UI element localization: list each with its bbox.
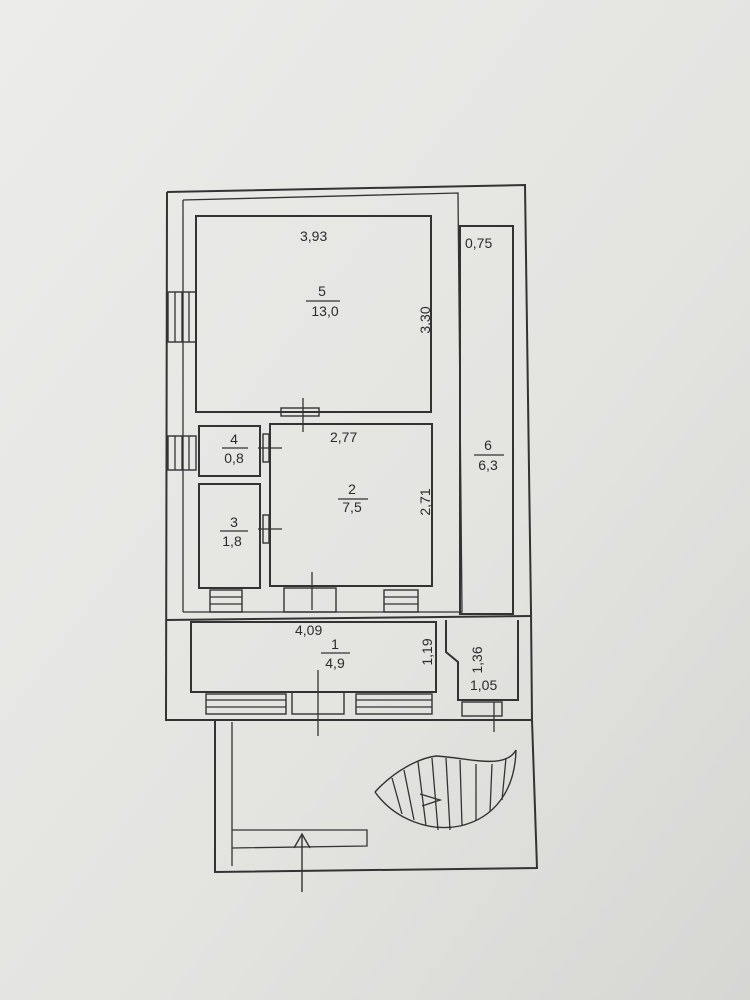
room-5-depth: 3,30	[417, 306, 433, 333]
room-1-depth: 1,19	[419, 638, 435, 665]
entrance-arrow-icon	[293, 832, 311, 892]
room-4-area: 0,8	[224, 450, 244, 466]
vestibule-width: 1,05	[470, 677, 497, 693]
room-5-width: 3,93	[300, 228, 327, 244]
room-5-number: 5	[318, 283, 326, 299]
room-3: 3 1,8	[198, 483, 261, 589]
room-5-area: 13,0	[311, 303, 338, 319]
room-3-area: 1,8	[222, 533, 242, 549]
spiral-stair-icon	[374, 749, 517, 831]
stairs-icon	[167, 291, 197, 471]
room-2-width: 2,77	[330, 429, 357, 445]
window-icon	[205, 670, 433, 736]
room-3-number: 3	[230, 514, 238, 530]
room-2-depth: 2,71	[417, 488, 433, 515]
room-4: 4 0,8	[198, 425, 261, 477]
room-4-number: 4	[230, 431, 238, 447]
room-2-number: 2	[348, 481, 356, 497]
room-2-area: 7,5	[342, 499, 362, 515]
room-1-width: 4,09	[295, 622, 322, 638]
terrace	[214, 719, 539, 874]
room-6-width: 0,75	[465, 235, 492, 251]
room-1-area: 4,9	[325, 655, 345, 671]
door-5-2	[280, 398, 320, 432]
vestibule-depth: 1,36	[469, 646, 485, 673]
room-1-number: 1	[331, 636, 339, 652]
room-6-number: 6	[484, 437, 492, 453]
lower-openings	[209, 572, 419, 613]
room-6-area: 6,3	[478, 457, 498, 473]
vestibule: 1,36 1,05	[445, 620, 519, 732]
room-6: 0,75 6 6,3	[459, 225, 514, 615]
room-2: 2,77 2,71 2 7,5	[269, 423, 433, 587]
